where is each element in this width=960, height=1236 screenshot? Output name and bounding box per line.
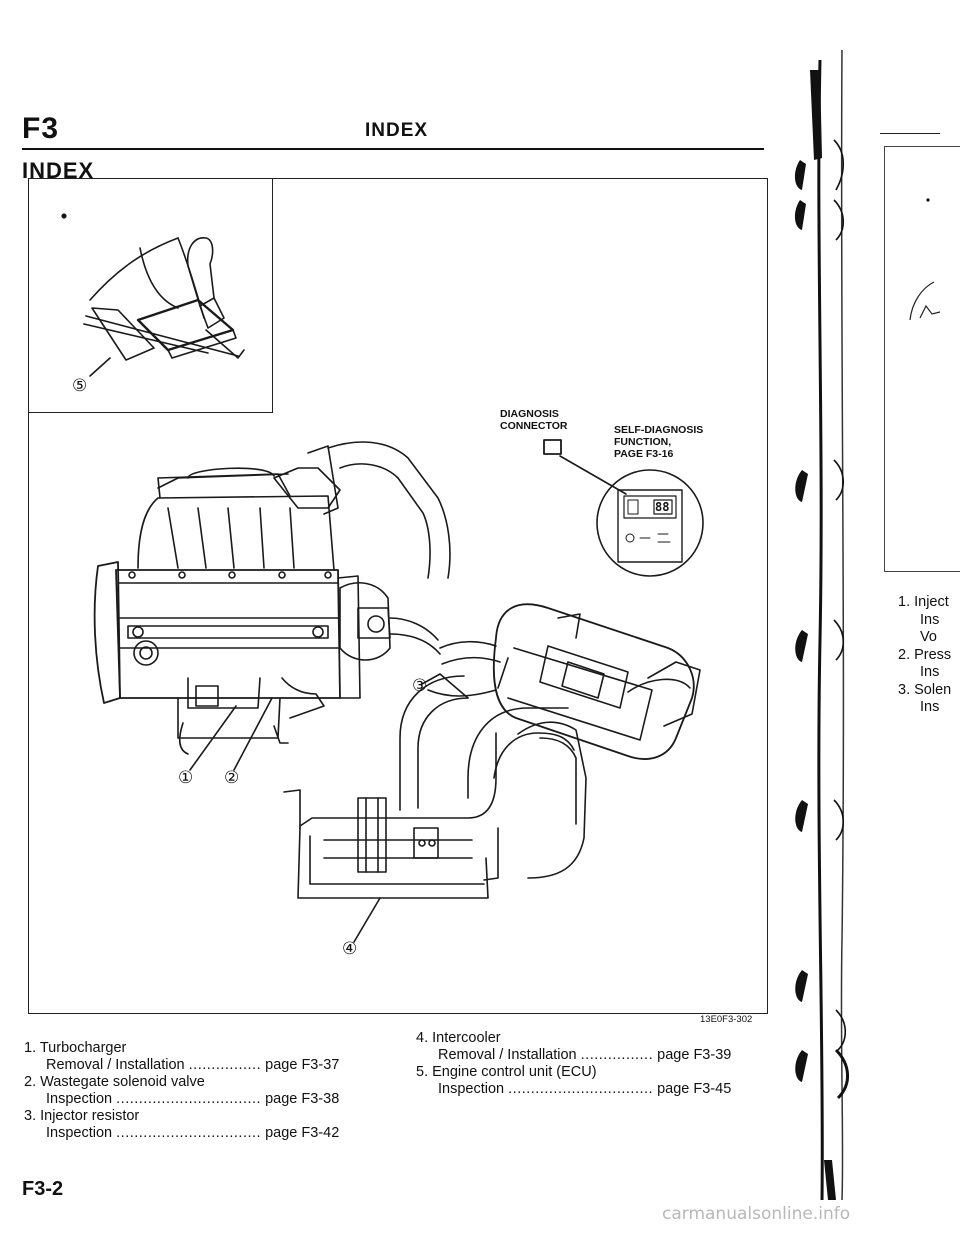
callout-5: ⑤ xyxy=(72,376,88,396)
engine-drawing xyxy=(93,441,451,771)
adjacent-line: Ins xyxy=(920,699,940,715)
self-diagnosis-label: SELF-DIAGNOSIS FUNCTION, PAGE F3-16 xyxy=(614,424,703,460)
part-row-label: Inspection xyxy=(46,1091,113,1107)
callout-1: ① xyxy=(178,768,194,788)
parts-column-left: 1. Turbocharger Removal / Installation .… xyxy=(24,1040,394,1142)
part-row-page: page F3-39 xyxy=(657,1047,732,1063)
diagnosis-connector-symbol xyxy=(543,439,562,455)
adjacent-line: 3. Solen xyxy=(898,681,952,698)
callout-3: ③ xyxy=(412,676,428,696)
part-row: Removal / Installation ................ … xyxy=(24,1057,394,1074)
engine-illustration xyxy=(61,213,704,943)
page-title: INDEX xyxy=(365,120,429,141)
self-diagnosis-label-text: SELF-DIAGNOSIS FUNCTION, PAGE F3-16 xyxy=(614,424,704,460)
part-row-dots: ................ xyxy=(580,1047,654,1063)
adjacent-page-rule xyxy=(880,133,940,134)
inset-ecu-drawing xyxy=(61,213,245,377)
adjacent-line: Vo xyxy=(920,629,937,645)
checker-display-digits: 88 xyxy=(655,500,670,514)
part-row-label: Removal / Installation xyxy=(46,1057,185,1073)
callout-2: ② xyxy=(224,768,240,788)
part-row-page: page F3-38 xyxy=(265,1091,340,1107)
part-name: 4. Intercooler xyxy=(416,1030,501,1046)
part-row-dots: ................................ xyxy=(116,1125,262,1141)
header-rule xyxy=(22,148,764,150)
parts-column-right: 4. Intercooler Removal / Installation ..… xyxy=(416,1030,776,1098)
part-row-page: page F3-42 xyxy=(265,1125,340,1141)
figure-code: 13E0F3-302 xyxy=(700,1014,753,1025)
watermark: carmanualsonline.info xyxy=(662,1204,851,1224)
part-row: Inspection .............................… xyxy=(24,1125,394,1142)
adjacent-page-text: 1. Inject Ins Vo 2. Press Ins 3. Solen I… xyxy=(898,594,951,717)
part-name: 3. Injector resistor xyxy=(24,1108,140,1124)
binding-edge xyxy=(794,49,849,1200)
part-name: 2. Wastegate solenoid valve xyxy=(24,1074,205,1090)
part-row-label: Removal / Installation xyxy=(438,1047,577,1063)
adjacent-page-figure xyxy=(884,146,960,572)
adjacent-line: 2. Press xyxy=(898,646,952,663)
adjacent-line: Ins xyxy=(920,664,940,680)
inset-frame xyxy=(28,178,273,413)
part-row-page: page F3-45 xyxy=(657,1081,732,1097)
part-row-dots: ................ xyxy=(188,1057,262,1073)
part-row-dots: ................................ xyxy=(116,1091,262,1107)
intercooler-drawing xyxy=(283,673,587,943)
part-name: 5. Engine control unit (ECU) xyxy=(416,1064,597,1080)
part-row-page: page F3-37 xyxy=(265,1057,340,1073)
diagnosis-connector-label: DIAGNOSIS CONNECTOR xyxy=(500,408,567,432)
adjacent-line: 1. Inject xyxy=(898,594,949,610)
part-name: 1. Turbocharger xyxy=(24,1040,127,1056)
section-code: F3 xyxy=(22,112,60,145)
figure-frame xyxy=(28,178,768,1014)
adjacent-page-sketch xyxy=(909,198,941,321)
part-row: Removal / Installation ................ … xyxy=(416,1047,776,1064)
part-row-label: Inspection xyxy=(46,1125,113,1141)
adjacent-line: Ins xyxy=(920,611,940,628)
connector-leader xyxy=(559,455,627,495)
part-row: Inspection .............................… xyxy=(24,1091,394,1108)
page-number: F3-2 xyxy=(22,1178,64,1200)
part-row: Inspection .............................… xyxy=(416,1081,776,1098)
part-row-dots: ................................ xyxy=(508,1081,654,1097)
part-row-label: Inspection xyxy=(438,1081,505,1097)
callout-4: ④ xyxy=(342,939,358,959)
diagnosis-connector-label-text: DIAGNOSIS CONNECTOR xyxy=(500,408,568,432)
air-cleaner-drawing xyxy=(427,603,701,760)
self-diagnosis-checker xyxy=(596,469,704,577)
